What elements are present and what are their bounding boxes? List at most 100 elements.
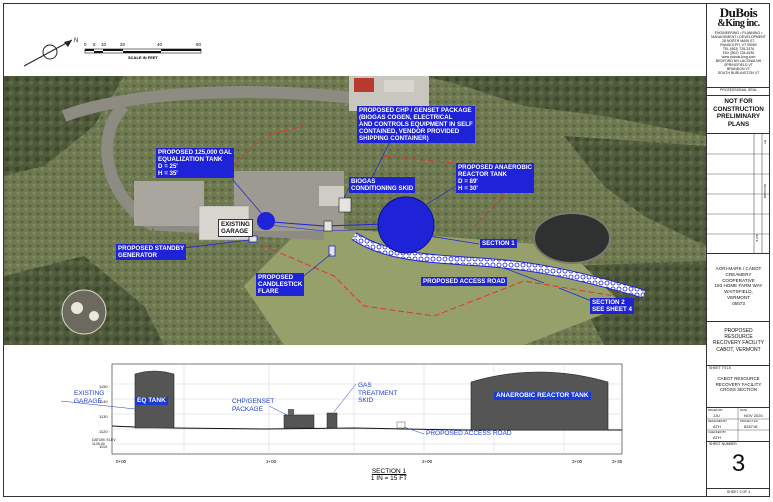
sheet-title-line: CROSS SECTION xyxy=(719,387,758,393)
client-line: VERMONT xyxy=(727,294,750,300)
access-road-section-label: PROPOSED ACCESS ROAD xyxy=(426,430,512,437)
firm-line: MANAGEMENT • DEVELOPMENT xyxy=(711,35,766,39)
sheet-title-block: SHEET TITLE CABOT RESOURCE RECOVERY FACI… xyxy=(707,365,770,407)
chp-line-2: (BIOGAS COGEN, ELECTRICAL xyxy=(359,114,453,121)
eq-tank-line-2: EQUALIZATION TANK xyxy=(158,156,223,163)
not-for-construction: NOT FOR CONSTRUCTION PRELIMINARY PLANS xyxy=(707,95,770,133)
scale-tick-60: 60 xyxy=(196,42,202,47)
scale-tick-5: 5 xyxy=(93,42,96,47)
client-line: CREAMERY xyxy=(725,271,752,277)
anaerobic-line-2: REACTOR TANK xyxy=(458,171,507,178)
date-label: DATE xyxy=(740,408,748,412)
eq-tank-line-3: D = 25' xyxy=(158,163,178,170)
aerial-photo xyxy=(4,76,706,345)
elev-labels: 1150 1140 1130 1120 1110 xyxy=(99,379,108,454)
garage-line-1: EXISTING xyxy=(221,221,250,228)
anaerobic-section-label: ANAEROBIC REACTOR TANK xyxy=(494,392,591,400)
section2-label: SECTION 2 SEE SHEET 4 xyxy=(590,298,634,314)
svg-text:N: N xyxy=(74,38,78,44)
project-block: PROPOSED RESOURCE RECOVERY FACILITY CABO… xyxy=(707,321,770,365)
sec-chp-line-1: CHP/GENSET xyxy=(232,398,275,405)
sheet-number: 3 xyxy=(731,450,746,477)
designed-by-label: DESIGNED BY xyxy=(708,419,728,423)
biogas-line-2: CONDITIONING SKID xyxy=(351,185,414,192)
biogas-skid-label: BIOGAS CONDITIONING SKID xyxy=(349,177,416,193)
anaerobic-line-4: H = 30' xyxy=(458,185,478,192)
existing-garage-section-label: EXISTING GARAGE xyxy=(74,390,104,405)
section2-line-1: SECTION 2 xyxy=(592,299,625,306)
aerial-site-plan: PROPOSED CHP / GENSET PACKAGE (BIOGAS CO… xyxy=(4,76,706,345)
firm-line: BEDFORD NH LACONIA NH xyxy=(715,59,762,63)
scale-tick-10: 10 xyxy=(101,42,107,47)
rev-col-by: BY xyxy=(763,140,767,145)
rev-col-date: DATE xyxy=(755,234,759,242)
eq-tank-section-label: EQ TANK xyxy=(135,397,168,405)
station-0: 0+00 xyxy=(116,459,127,464)
elev-1140: 1140 xyxy=(99,399,108,404)
firm-line: SPRINGFIELD VT xyxy=(724,63,753,67)
firm-line: FAX (802) 728-4930 xyxy=(722,51,755,55)
elev-1150: 1150 xyxy=(99,384,108,389)
chp-line-5: SHIPPING CONTAINER) xyxy=(359,135,429,142)
chp-line-1: PROPOSED CHP / GENSET PACKAGE xyxy=(359,107,472,114)
seal-label: PROFESSIONAL SEAL xyxy=(707,87,770,95)
standby-generator-label: PROPOSED STANDBY GENERATOR xyxy=(116,244,187,260)
firm-line: SOUTH BURLINGTON VT xyxy=(717,71,760,75)
sheet-title-line: RECOVERY FACILITY xyxy=(715,381,762,387)
firm-info: ENGINEERING • PLANNING • MANAGEMENT • DE… xyxy=(707,31,770,75)
firm-logo: DuBois &King inc. xyxy=(707,6,770,29)
station-1: 1+00 xyxy=(266,459,277,464)
north-arrow-icon: N xyxy=(23,38,78,67)
sec-gas-line-3: SKID xyxy=(358,397,374,404)
elev-1130: 1130 xyxy=(99,414,108,419)
project-line: RECOVERY FACILITY xyxy=(713,340,764,347)
sec-gas-line-2: TREATMENT xyxy=(358,389,398,397)
project-line: RESOURCE xyxy=(724,334,753,341)
firm-line: BRANDON VT xyxy=(727,67,750,71)
scale-tick-20: 20 xyxy=(120,42,126,47)
project-no-value: 826718 xyxy=(744,424,758,429)
datum-label: DATUM: ELEV 1105.00 xyxy=(92,438,116,446)
sec-garage-line-1: EXISTING xyxy=(74,390,105,397)
checked-by-label: CHECKED BY xyxy=(708,430,727,434)
existing-garage-label: EXISTING GARAGE xyxy=(218,219,253,237)
station-2: 2+00 xyxy=(422,459,433,464)
client-line: WAITSFIELD, xyxy=(724,289,753,295)
nfc-line: CONSTRUCTION xyxy=(713,105,764,113)
checked-by-value: ATH xyxy=(713,435,721,440)
nfc-line: PRELIMINARY xyxy=(716,113,761,120)
project-line: CABOT, VERMONT xyxy=(716,346,761,353)
nfc-line: PLANS xyxy=(727,120,750,128)
anaerobic-tank-label: PROPOSED ANAEROBIC REACTOR TANK D = 89' … xyxy=(456,163,535,193)
designed-by-value: ATH xyxy=(713,424,721,429)
client-line: COOPERATIVE xyxy=(722,277,755,283)
flare-line-1: PROPOSED xyxy=(258,274,294,281)
firm-line: ENGINEERING • PLANNING • xyxy=(714,31,763,35)
drawing-info-block: DRAWN BY JJU DATE NOV 2020 DESIGNED BY A… xyxy=(707,407,770,442)
sheet-of: SHEET 3 OF 4 xyxy=(707,488,770,496)
eq-tank-label: PROPOSED 125,000 GAL EQUALIZATION TANK D… xyxy=(156,148,234,178)
section-scale-text: 1 IN = 15 FT xyxy=(370,475,408,482)
date-value: NOV 2020 xyxy=(744,413,763,418)
section-drawing xyxy=(60,363,623,455)
elev-1120: 1120 xyxy=(99,429,108,434)
candlestick-flare-label: PROPOSED CANDLESTICK FLARE xyxy=(256,273,305,296)
station-end: 3+35 xyxy=(612,459,623,464)
sec-chp-line-2: PACKAGE xyxy=(232,405,263,413)
anaerobic-line-3: D = 89' xyxy=(458,178,478,185)
chp-section-label: CHP/GENSET PACKAGE xyxy=(232,398,274,413)
firm-logo-block: DuBois &King inc. ENGINEERING • PLANNING… xyxy=(707,3,770,87)
biogas-line-1: BIOGAS xyxy=(351,178,376,185)
elev-1110: 1110 xyxy=(99,444,108,449)
chp-line-3: AND CONTROLS EQUIPMENT IN SELF xyxy=(359,121,473,128)
sheet-title-label: SHEET TITLE xyxy=(709,366,732,370)
client-line: 193 HOME FARM WAY xyxy=(714,283,763,289)
section1-label: SECTION 1 xyxy=(480,239,517,248)
scale-tick-0: 0 xyxy=(84,42,87,47)
drawn-by-label: DRAWN BY xyxy=(708,408,723,412)
firm-line: TEL (802) 728-3376 xyxy=(722,47,755,51)
sheet-number-block: SHEET NUMBER 3 xyxy=(707,441,770,488)
firm-line: 28 NORTH MAIN ST. xyxy=(722,39,755,43)
access-road-text: PROPOSED ACCESS ROAD xyxy=(423,278,506,285)
